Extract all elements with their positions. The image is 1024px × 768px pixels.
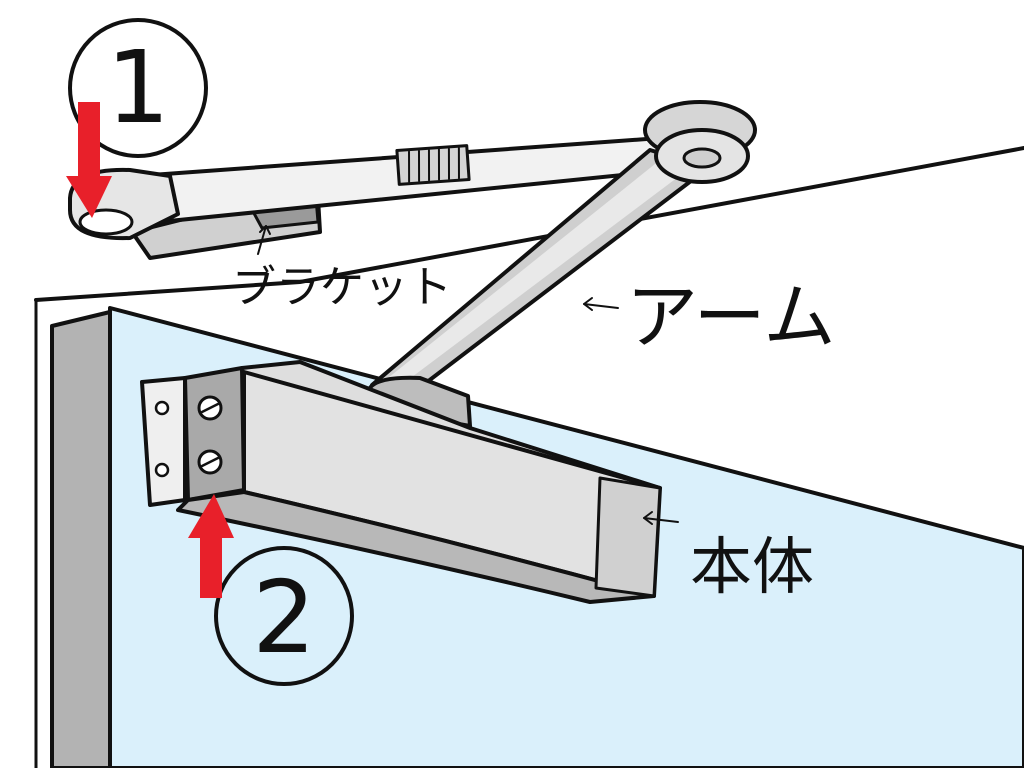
label-bracket: ブラケット xyxy=(232,262,452,313)
leader-arm xyxy=(583,303,619,309)
elbow-joint-hole xyxy=(682,147,722,169)
step-2-number: 2 xyxy=(252,559,316,676)
frame-header-outline xyxy=(34,146,1024,302)
door-jamb xyxy=(50,310,112,768)
body-end-bracket xyxy=(183,366,246,502)
leader-arm-head xyxy=(583,297,593,311)
closer-body-end xyxy=(594,476,662,598)
leader-body-head xyxy=(643,511,653,525)
rod-end-hole xyxy=(78,208,134,236)
step-1-circle xyxy=(68,18,208,158)
screw-bottom xyxy=(197,449,223,475)
step-2-circle xyxy=(214,546,354,686)
lower-arm-highlight xyxy=(388,160,690,380)
arm-thread xyxy=(395,144,471,186)
label-arm: アーム xyxy=(626,275,836,359)
mounting-plate-side xyxy=(140,376,187,507)
closer-body-bottom xyxy=(176,490,656,604)
leader-body xyxy=(643,517,679,523)
red-arrow-down xyxy=(66,102,112,218)
step-1-number: 1 xyxy=(106,29,170,146)
label-body: 本体 xyxy=(690,530,814,603)
leader-bracket xyxy=(257,225,267,255)
thread-lines xyxy=(408,147,460,183)
red-arrow-up xyxy=(188,494,234,598)
screw-top xyxy=(197,395,223,421)
leader-bracket-head xyxy=(259,225,271,235)
mount-hole-bottom xyxy=(154,462,170,478)
mount-hole-top xyxy=(154,400,170,416)
body-pivot-base xyxy=(366,375,472,428)
